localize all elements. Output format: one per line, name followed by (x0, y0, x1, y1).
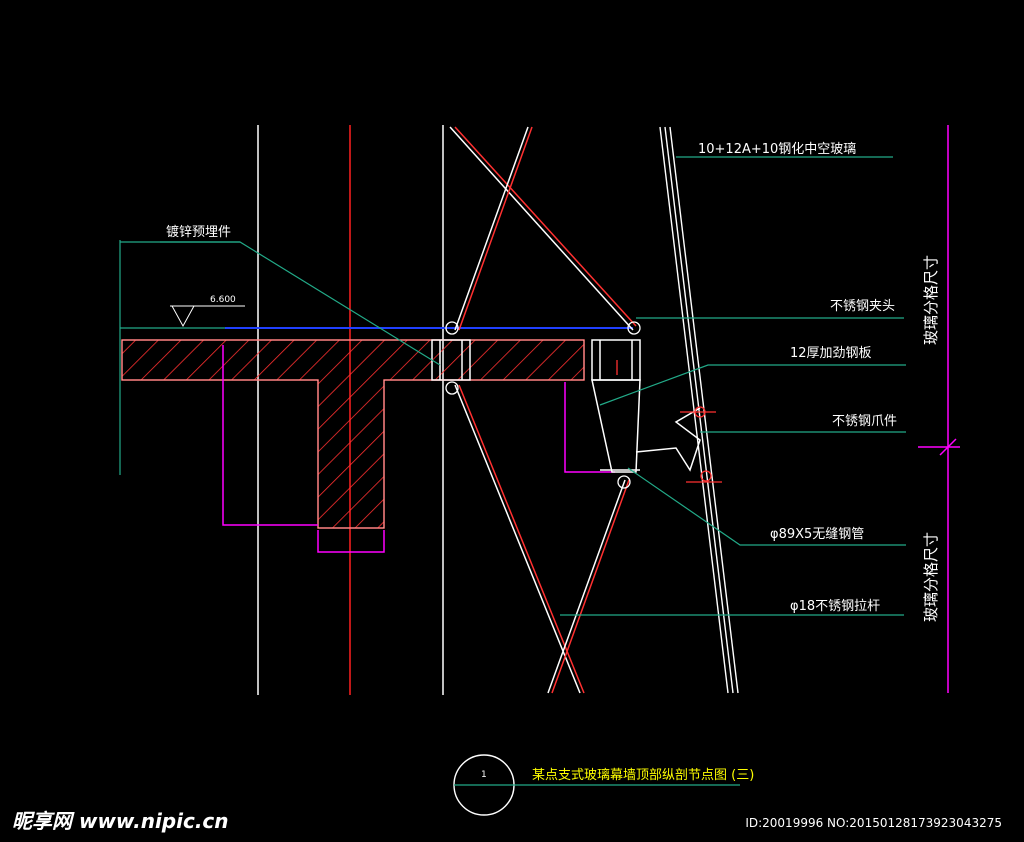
label-dim-lower: 玻璃分格尺寸 (922, 532, 940, 622)
tension-rods (449, 126, 637, 694)
glass-pane (659, 126, 739, 694)
leader-lines (160, 156, 906, 616)
label-plate: 12厚加劲钢板 (790, 346, 872, 361)
label-fitting: 不锈钢爪件 (832, 414, 897, 429)
label-elevation: 6.600 (210, 295, 236, 305)
title-number: 1 (481, 770, 487, 780)
watermark-logo: 昵享网 www.nipic.cn (12, 809, 229, 833)
dimension-line (918, 125, 960, 693)
title-block: 1 某点支式玻璃幕墙顶部纵剖节点图 (三) (453, 754, 754, 816)
watermark-id: ID:20019996 NO:20150128173923043275 (745, 816, 1002, 830)
concrete-slab (121, 339, 585, 529)
label-rod: φ18不锈钢拉杆 (790, 599, 880, 614)
steel-connection (431, 339, 701, 473)
label-pipe: φ89X5无缝钢管 (770, 527, 864, 542)
ceiling-outline (222, 345, 615, 553)
label-embedded-part: 镀锌预埋件 (166, 224, 231, 240)
node-markers (445, 321, 722, 489)
label-glass: 10+12A+10钢化中空玻璃 (698, 142, 856, 157)
label-dim-upper: 玻璃分格尺寸 (922, 255, 940, 345)
title-text: 某点支式玻璃幕墙顶部纵剖节点图 (三) (532, 768, 754, 783)
label-clamp: 不锈钢夹头 (830, 299, 895, 314)
